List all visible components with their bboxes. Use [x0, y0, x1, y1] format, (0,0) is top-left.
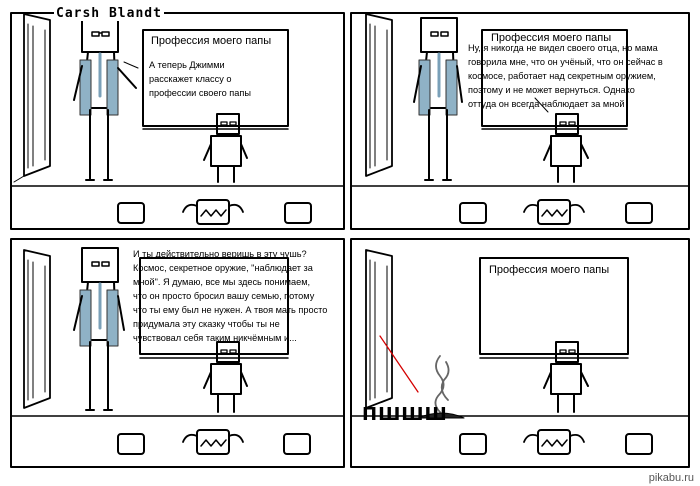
panel-1 — [10, 12, 345, 230]
teacher — [73, 247, 125, 411]
panel-3 — [10, 238, 345, 468]
desk — [284, 202, 312, 224]
student — [543, 113, 589, 183]
panel-border — [10, 238, 345, 468]
sound-effect: ПШШШ — [362, 404, 448, 425]
desk — [117, 433, 145, 455]
speech-pointer — [534, 97, 549, 113]
door — [23, 249, 51, 409]
smoke — [434, 355, 450, 413]
panel-2 — [350, 12, 690, 230]
desk — [625, 202, 653, 224]
desk — [283, 433, 311, 455]
panel-border — [350, 12, 690, 230]
teacher — [73, 17, 137, 181]
student — [203, 113, 248, 183]
desk — [459, 202, 487, 224]
door — [365, 13, 393, 177]
door — [365, 249, 393, 409]
student — [203, 341, 248, 413]
teacher — [413, 17, 463, 181]
panel-2-board-title: Профессия моего папы — [491, 32, 612, 44]
comic-title: Carsh Blandt — [54, 6, 164, 21]
panel-4 — [350, 238, 690, 468]
whiteboard — [142, 29, 289, 127]
whiteboard — [139, 257, 289, 355]
door — [13, 13, 51, 183]
girl-student — [182, 429, 244, 455]
watermark: pikabu.ru — [648, 472, 694, 484]
student — [543, 341, 589, 413]
girl-student — [523, 429, 585, 455]
panel-border — [10, 12, 345, 230]
panel-border — [350, 238, 690, 468]
speech-pointer — [123, 61, 139, 69]
panel-2-caption: Ну, я никогда не видел своего отца, но м… — [468, 43, 663, 109]
girl-student — [523, 199, 585, 225]
panel-3-caption: И ты действительно веришь в эту чушь? Ко… — [133, 249, 328, 343]
girl-student — [182, 199, 244, 225]
laser-beam — [379, 335, 419, 393]
desk — [625, 433, 653, 455]
panel-1-caption: А теперь Джимми расскажет классу о профе… — [149, 60, 251, 98]
whiteboard — [479, 257, 629, 355]
ash-pile — [417, 412, 465, 419]
panel-4-board-title: Профессия моего папы — [489, 264, 610, 276]
desk — [459, 433, 487, 455]
panel-1-board-title: Профессия моего папы — [151, 35, 272, 47]
whiteboard — [481, 29, 628, 127]
desk — [117, 202, 145, 224]
